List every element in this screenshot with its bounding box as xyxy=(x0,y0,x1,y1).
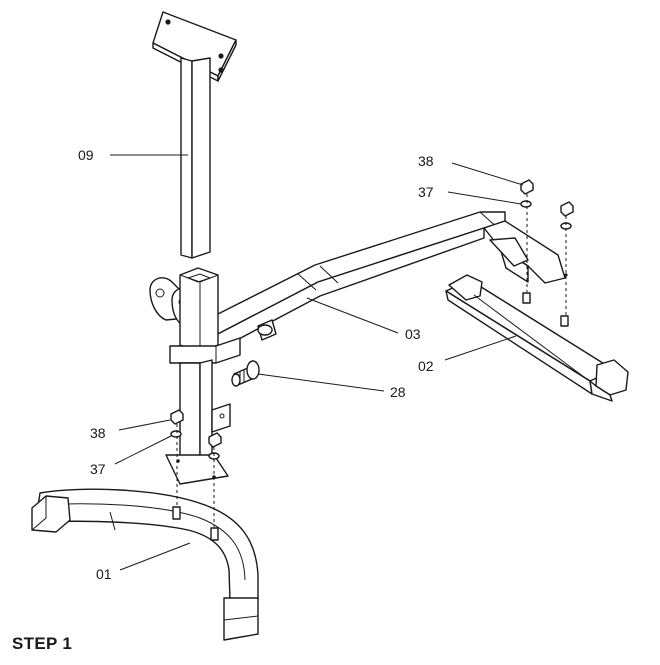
callout-09: 09 xyxy=(78,147,94,163)
alignment-lines xyxy=(176,194,567,527)
step-title: STEP 1 xyxy=(12,634,73,653)
callout-labels: 09 38 37 03 02 28 38 37 01 xyxy=(78,147,434,582)
leader-lines xyxy=(110,154,524,571)
part-02-rear-base xyxy=(445,274,629,402)
upright-post xyxy=(149,267,241,485)
callout-02: 02 xyxy=(418,358,434,374)
part-03-main-tube xyxy=(209,211,568,351)
callout-03: 03 xyxy=(405,326,421,342)
callout-38-top: 38 xyxy=(418,153,434,169)
part-09-post xyxy=(152,11,237,259)
callout-38-left: 38 xyxy=(90,425,106,441)
callout-28: 28 xyxy=(390,384,406,400)
callout-37-left: 37 xyxy=(90,461,106,477)
part-28-knob xyxy=(231,360,260,387)
part-01-front-base xyxy=(31,488,259,641)
callout-01: 01 xyxy=(96,566,112,582)
callout-37-top: 37 xyxy=(418,184,434,200)
